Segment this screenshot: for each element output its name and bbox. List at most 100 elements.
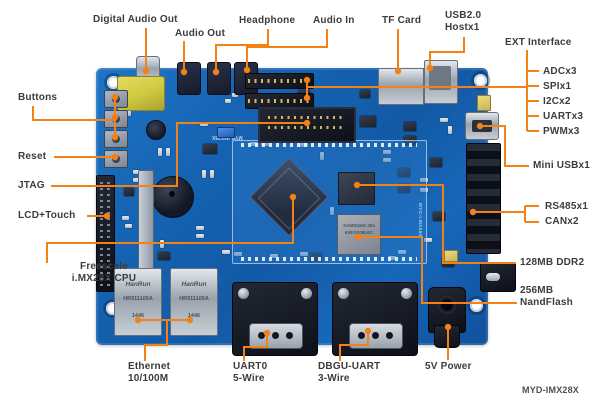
smd-resistor [300,252,308,256]
push-button [104,90,128,108]
label-uart0-line1: UART0 [233,361,268,372]
jumper-blue [217,127,235,138]
ddr2-chip [338,172,375,205]
capacitor-yellow [477,95,491,111]
label-mini-usb: Mini USBx1 [533,160,591,171]
uart0-db9-connector [232,282,318,356]
smd-resistor [420,178,428,182]
mini-usb-connector [465,112,499,140]
label-ext-pwm: PWMx3 [543,126,580,137]
label-usb-host-line2: Hostx1 [445,22,480,33]
smd-resistor [320,152,324,160]
label-ext-uart: UARTx3 [543,111,584,122]
nand-marking: K9F2G08U0C [344,230,374,235]
mount-hole [107,76,120,89]
label-nandflash-line2: NandFlash [520,297,573,308]
ethernet-model: HR911105A [179,296,209,302]
pcb-board: MYC-I.MX28X [96,56,516,356]
smd-resistor [166,148,170,156]
mount-hole [470,299,483,312]
label-rs485: RS485x1 [545,201,589,212]
label-cpu-line2: i.MX28X CPU [71,273,137,284]
smd-resistor [440,118,448,122]
nandflash-chip: SAMSUNG 304 K9F2G08U0C [337,214,381,255]
label-usb-host-line1: USB2.0 [445,10,482,21]
push-button [104,130,128,148]
label-nandflash-line1: 256MB [520,285,554,296]
label-ext-adc: ADCx3 [543,66,577,77]
smd-resistor [383,158,391,162]
label-audio-in: Audio In [313,15,355,26]
label-digital-audio-out: Digital Audio Out [93,14,178,25]
label-ethernet-line1: Ethernet [128,361,171,372]
dc-jack-pin [434,325,460,348]
label-dbgu-uart: DBGU-UART 3-Wire [318,361,380,385]
jtag-connector [258,107,356,143]
label-5v-power: 5V Power [425,361,472,372]
headphone-jack [207,62,231,95]
label-headphone: Headphone [239,15,296,26]
buzzer [152,176,194,218]
module-pad-row [241,143,417,147]
smd-chip [158,252,170,260]
label-cpu: Freescale i.MX28X CPU [64,261,144,285]
usb-host-connector [424,60,458,104]
label-reset: Reset [18,151,47,162]
label-uart0-line2: 5-Wire [233,373,265,384]
reset-button [104,150,128,168]
smd-chip [433,212,445,221]
smd-chip [360,116,376,127]
audio-out-jack [177,62,201,95]
smd-resistor [448,126,452,134]
smd-resistor [202,170,206,178]
nand-marking: SAMSUNG 304 [343,223,375,228]
label-tf-card: TF Card [382,15,422,26]
label-ext-interface: EXT Interface [505,37,572,48]
smd-resistor [225,99,231,103]
ethernet-code: 1446 [187,313,201,319]
board-model-watermark: MYD-IMX28X [522,385,580,395]
smd-resistor [210,170,214,178]
dbgu-db9-connector [332,282,418,356]
ext-pin-header [245,73,314,89]
label-ddr2: 128MB DDR2 [520,257,585,268]
smd-chip [203,144,217,154]
smd-resistor [200,122,208,126]
smd-chip [360,90,370,98]
ethernet-jack: HanRun HR911105A 1446 [170,268,218,336]
mount-hole [474,74,487,87]
label-ethernet: Ethernet 10/100M [128,361,170,385]
smd-chip [404,122,416,131]
smd-resistor [383,150,391,154]
label-cpu-line1: Freescale [80,261,128,272]
smd-resistor [330,207,334,215]
label-nandflash: 256MB NandFlash [520,285,573,309]
microphone [146,120,166,140]
label-ext-spi: SPIx1 [543,81,572,92]
smd-resistor [160,240,164,248]
module-silkscreen: MYC-I.MX28X [418,203,423,238]
smd-resistor [127,108,131,116]
label-uart0: UART0 5-Wire [233,361,267,385]
tf-card-slot [378,68,424,105]
ethernet-brand: HanRun [181,281,207,288]
ethernet-brand: HanRun [125,281,151,288]
ethernet-code: 1446 [131,313,145,319]
label-ethernet-line2: 10/100M [128,373,169,384]
label-audio-out: Audio Out [175,28,226,39]
module-pad-row [241,257,417,261]
label-usb-host: USB2.0 Hostx1 [445,10,481,34]
label-dbgu-line1: DBGU-UART [318,361,381,372]
smd-chip [124,188,134,196]
smd-resistor [122,216,129,220]
label-dbgu-line2: 3-Wire [318,373,350,384]
smd-resistor [196,234,204,238]
smd-resistor [196,226,204,230]
push-button [104,110,128,128]
smd-resistor [232,93,238,97]
label-buttons: Buttons [18,92,58,103]
smd-resistor [222,250,230,254]
label-can: CANx2 [545,216,579,227]
label-lcd-touch: LCD+Touch [18,210,76,221]
